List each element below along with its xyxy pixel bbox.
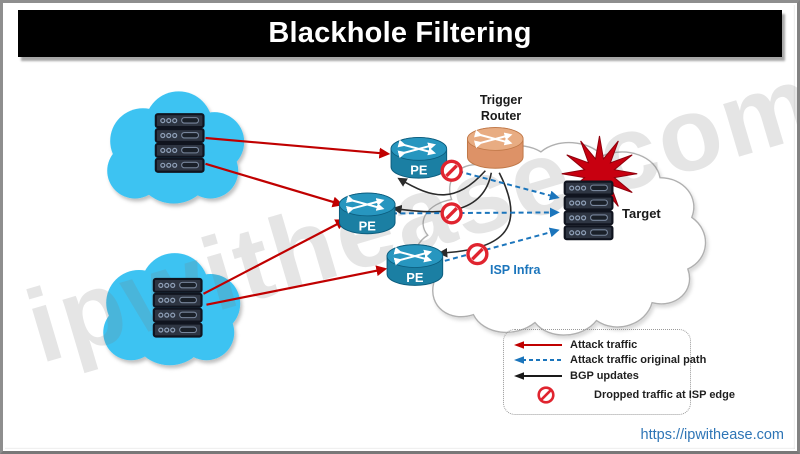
legend-row-bgp-updates: BGP updates	[512, 370, 682, 382]
original-path-2	[392, 207, 560, 218]
isp-infra-label: ISP Infra	[490, 263, 541, 277]
original-path-3	[436, 227, 560, 264]
trigger-router	[466, 127, 524, 169]
legend-label: Dropped traffic at ISP edge	[594, 389, 735, 402]
trigger-router-label: Trigger Router	[479, 93, 523, 123]
attacker-server-bottom	[152, 277, 203, 338]
legend-row-attack-traffic: Attack traffic	[512, 339, 682, 351]
target-server	[563, 180, 614, 241]
attack-traffic-arrows	[202, 136, 391, 306]
page-title: Blackhole Filtering	[18, 10, 782, 57]
router-arrows-icon	[345, 195, 385, 214]
attack-arrow-4	[206, 265, 388, 306]
legend-label: Attack traffic	[570, 338, 638, 351]
router-arrows-icon	[397, 139, 437, 159]
legend-row-original-path: Attack traffic original path	[512, 354, 706, 366]
pe-router-middle: PE	[338, 192, 396, 235]
legend-label: BGP updates	[570, 369, 639, 382]
website-url: https://ipwithease.com	[640, 427, 784, 443]
attacker-server-top	[154, 113, 205, 173]
black-solid-arrow-icon	[512, 371, 570, 381]
legend: Attack traffic Attack traffic original p…	[503, 329, 735, 415]
isp-cloud	[414, 141, 707, 336]
red-solid-arrow-icon	[512, 340, 570, 350]
attack-arrow-2	[205, 162, 344, 208]
explosion-star	[561, 135, 638, 212]
attack-arrow-3	[202, 219, 347, 295]
pe-router-top: PE	[390, 136, 448, 179]
blue-dashed-arrow-icon	[512, 355, 570, 365]
pe-label: PE	[359, 218, 377, 233]
router-arrows-icon	[473, 129, 513, 149]
bgp-arrow-to-top-pe	[397, 170, 486, 196]
diagram-layer: PE PE PE	[152, 113, 638, 338]
legend-label: Attack traffic original path	[570, 354, 707, 367]
router-arrows-icon	[393, 246, 433, 266]
dropped-traffic-icon-middle	[440, 202, 463, 225]
target-label: Target	[622, 206, 661, 221]
dropped-traffic-icon-bottom	[466, 242, 489, 266]
dropped-traffic-sign-icon	[512, 385, 594, 405]
dropped-traffic-icon-top	[440, 159, 463, 182]
pe-label: PE	[410, 163, 428, 178]
attack-arrow-1	[205, 136, 391, 159]
pe-router-bottom: PE	[386, 244, 444, 286]
bgp-arrow-to-bottom-pe	[437, 172, 512, 258]
pe-label: PE	[406, 270, 424, 285]
legend-row-dropped-traffic: Dropped traffic at ISP edge	[512, 385, 735, 405]
